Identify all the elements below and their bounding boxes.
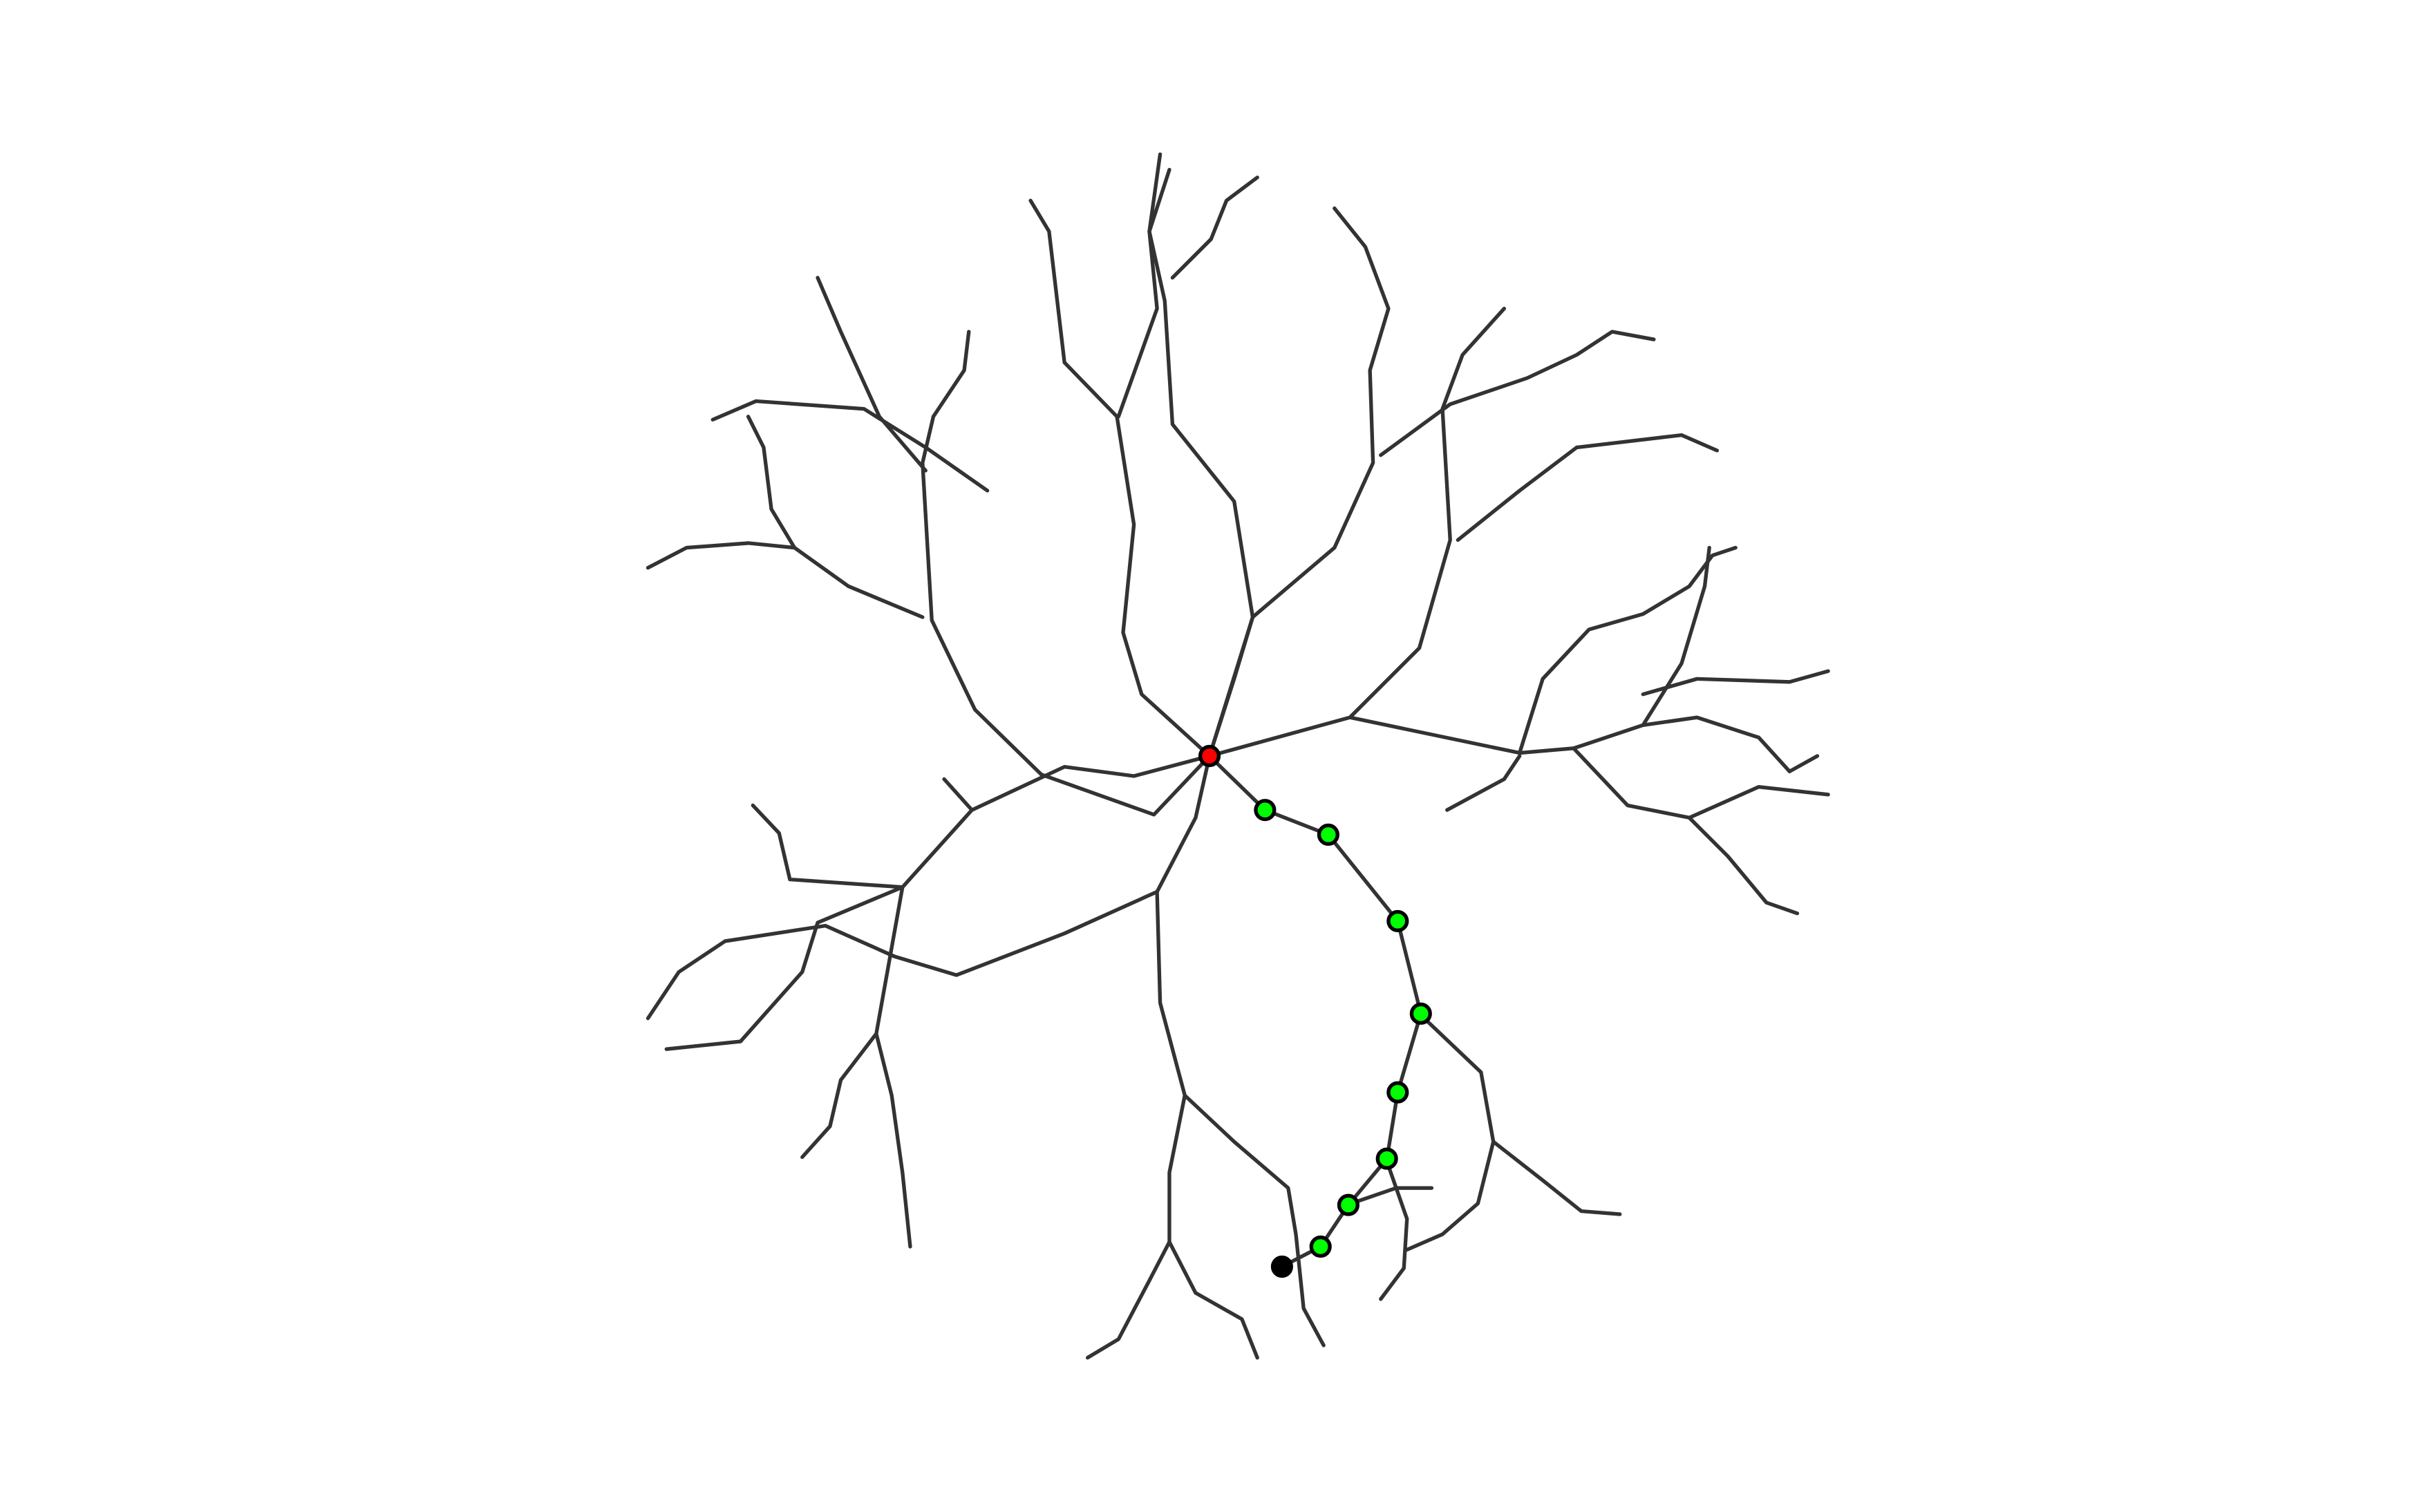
tree-edge	[1491, 1140, 1622, 1216]
red-circle-icon	[1198, 744, 1221, 768]
tree-edge	[1116, 167, 1171, 419]
tree-edge	[1207, 306, 1507, 758]
tree-edge	[921, 330, 1212, 817]
tree-edge	[1456, 433, 1720, 542]
green-circle-icon	[1317, 823, 1339, 846]
tree-edge	[1155, 889, 1326, 1348]
tree-edge	[1445, 754, 1522, 812]
tree-edge	[1207, 206, 1391, 758]
tree-edge	[751, 803, 905, 889]
green-circle-icon	[1409, 1002, 1432, 1025]
path-edge	[1207, 754, 1423, 1269]
tree-edge	[1517, 545, 1738, 755]
black-circle-icon	[1270, 1255, 1293, 1278]
tree-edge	[1405, 1012, 1496, 1252]
tree-edge	[1085, 1093, 1187, 1360]
tree-edge	[1641, 715, 1820, 774]
green-circle-icon	[1309, 1235, 1332, 1258]
tree-edges	[646, 152, 1830, 1360]
tree-edge	[1028, 198, 1212, 758]
green-circle-icon	[1386, 909, 1409, 932]
tree-edge	[746, 415, 925, 619]
tree-edge	[646, 541, 797, 570]
tree-edge	[710, 399, 990, 493]
tree-edge	[664, 885, 905, 1051]
tree-edge	[1379, 330, 1656, 457]
green-circle-icon	[1386, 1081, 1409, 1104]
green-circle-icon	[1337, 1193, 1359, 1216]
tree-edge	[1344, 1186, 1434, 1207]
tree-edge	[1572, 746, 1830, 820]
green-circle-icon	[1254, 799, 1277, 822]
green-circle-icon	[1375, 1147, 1398, 1170]
tree-edge	[874, 1032, 912, 1249]
tree-edge	[1687, 815, 1800, 916]
tree-nodes	[1198, 744, 1432, 1278]
tree-edge	[942, 777, 974, 812]
tree-edge	[1170, 176, 1259, 280]
tree-edge	[646, 754, 1212, 1021]
tree-edge	[1379, 1155, 1409, 1301]
tree-edge	[1641, 669, 1830, 697]
tree-edge	[816, 276, 928, 473]
tree-edge	[1167, 1240, 1259, 1360]
